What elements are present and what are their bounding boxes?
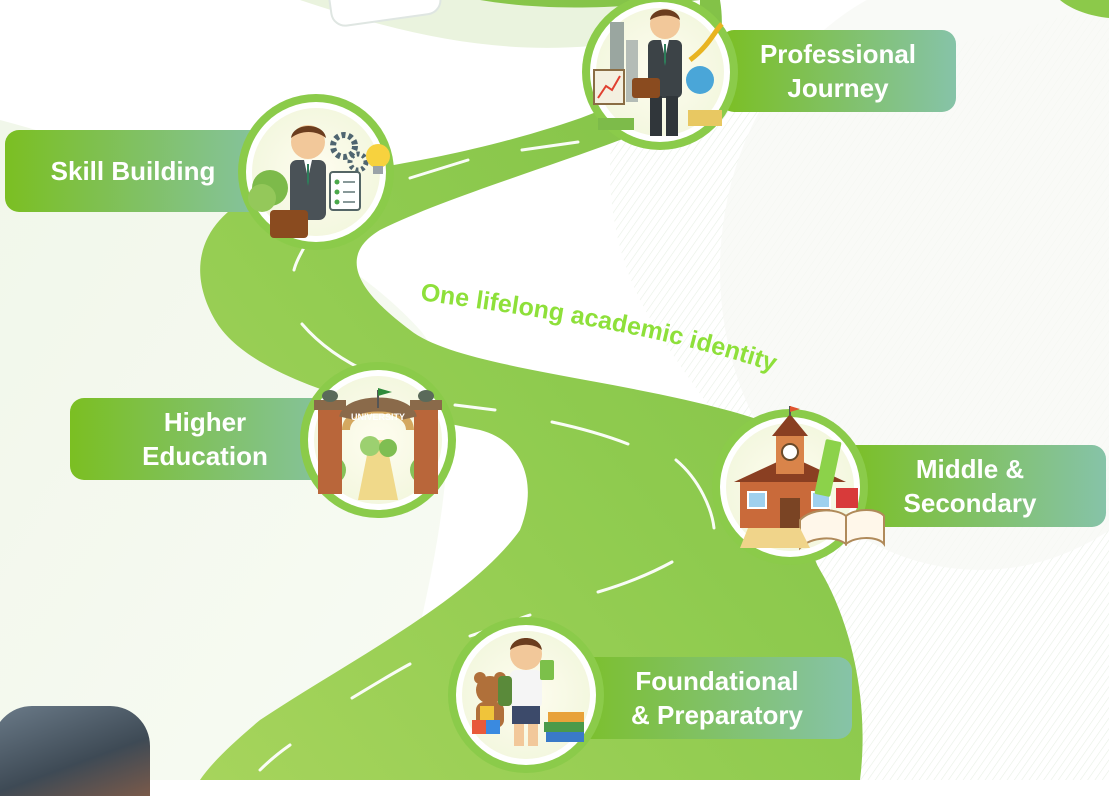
label-middle	[840, 445, 1106, 527]
label-foundational	[560, 657, 852, 739]
university-sign: UNIVERSITY	[351, 412, 405, 422]
stage-label-middle: Middle &Secondary	[904, 454, 1037, 518]
label-skill	[5, 130, 280, 212]
school-building-illustration	[712, 406, 885, 565]
stage-label-foundational: Foundational& Preparatory	[631, 666, 803, 730]
corner-photo	[0, 706, 150, 796]
skill-building-illustration	[238, 94, 394, 250]
label-higher	[70, 398, 350, 480]
child-with-books-illustration	[448, 617, 604, 773]
learning-journey-diagram: One lifelong academic identity	[0, 0, 1109, 780]
label-professional	[720, 30, 956, 112]
stage-label-skill: Skill Building	[51, 156, 216, 186]
university-gate-illustration: UNIVERSITY	[300, 362, 456, 518]
professional-journey-illustration	[582, 0, 738, 150]
